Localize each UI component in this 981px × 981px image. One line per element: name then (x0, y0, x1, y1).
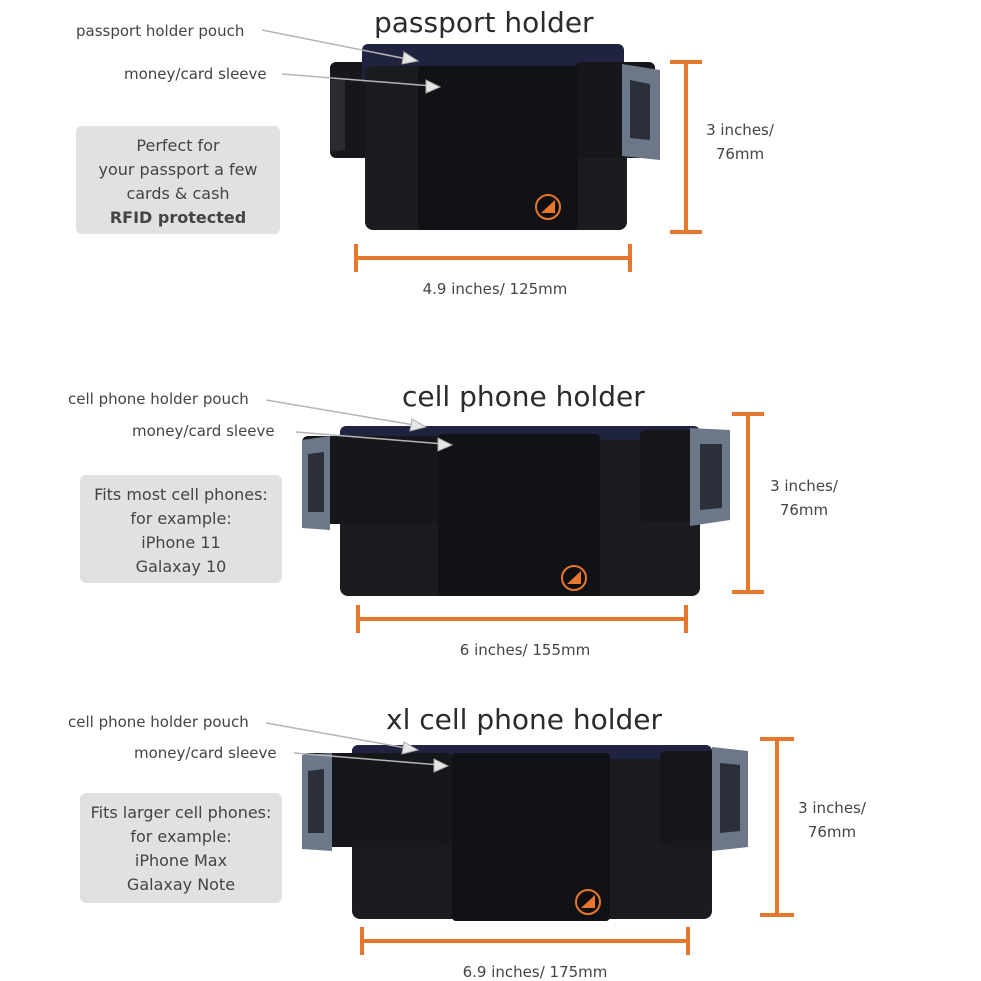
pouch-illustration (265, 722, 794, 955)
info-box: Fits most cell phones: for example: iPho… (80, 475, 282, 583)
card-sleeve (452, 753, 610, 921)
callout-line-sleeve (293, 752, 441, 766)
card-sleeve (438, 434, 600, 596)
product-section-cell-phone: cell phone holder cell phone holder pouc… (0, 370, 981, 670)
width-label: 4.9 inches/ 125mm (422, 280, 568, 298)
height-dimension (760, 737, 794, 917)
callout-line-pouch (261, 29, 413, 61)
callout-sleeve: money/card sleeve (132, 422, 275, 440)
belt-strap-left (302, 436, 442, 524)
callout-sleeve: money/card sleeve (124, 65, 267, 83)
info-box: Perfect for your passport a few cards & … (76, 126, 280, 234)
height-label: 3 inches/ 76mm (706, 121, 774, 163)
callout-line-sleeve (295, 431, 445, 445)
rfid-label: RFID protected (109, 208, 247, 227)
height-dimension (670, 60, 702, 234)
callout-pouch: cell phone holder pouch (68, 390, 249, 408)
width-label: 6 inches/ 155mm (459, 641, 591, 659)
callout-line-sleeve (281, 73, 433, 87)
product-section-passport: passport holder passport holder pouch mo… (0, 0, 981, 320)
callout-line-pouch (265, 399, 421, 427)
callout-pouch: passport holder pouch (76, 22, 245, 40)
pouch-illustration (261, 29, 702, 272)
width-dimension (354, 244, 632, 272)
product-title: xl cell phone holder (386, 703, 663, 736)
callout-pouch: cell phone holder pouch (68, 713, 249, 731)
height-label: 3 inches/ 76mm (798, 799, 866, 841)
product-title: passport holder (374, 6, 594, 39)
callout-sleeve: money/card sleeve (134, 744, 277, 762)
info-box: Fits larger cell phones: for example: iP… (80, 793, 282, 903)
product-section-xl-cell-phone: xl cell phone holder cell phone holder p… (0, 695, 981, 981)
callout-line-pouch (265, 722, 413, 750)
width-dimension (356, 605, 688, 633)
pouch-illustration (265, 399, 764, 633)
width-dimension (360, 927, 690, 955)
height-label: 3 inches/ 76mm (770, 477, 838, 519)
height-dimension (732, 412, 764, 594)
buckle-left-icon (330, 78, 345, 152)
belt-strap-left (302, 753, 452, 847)
product-title: cell phone holder (402, 380, 645, 413)
card-sleeve (418, 66, 578, 230)
width-label: 6.9 inches/ 175mm (462, 963, 608, 981)
